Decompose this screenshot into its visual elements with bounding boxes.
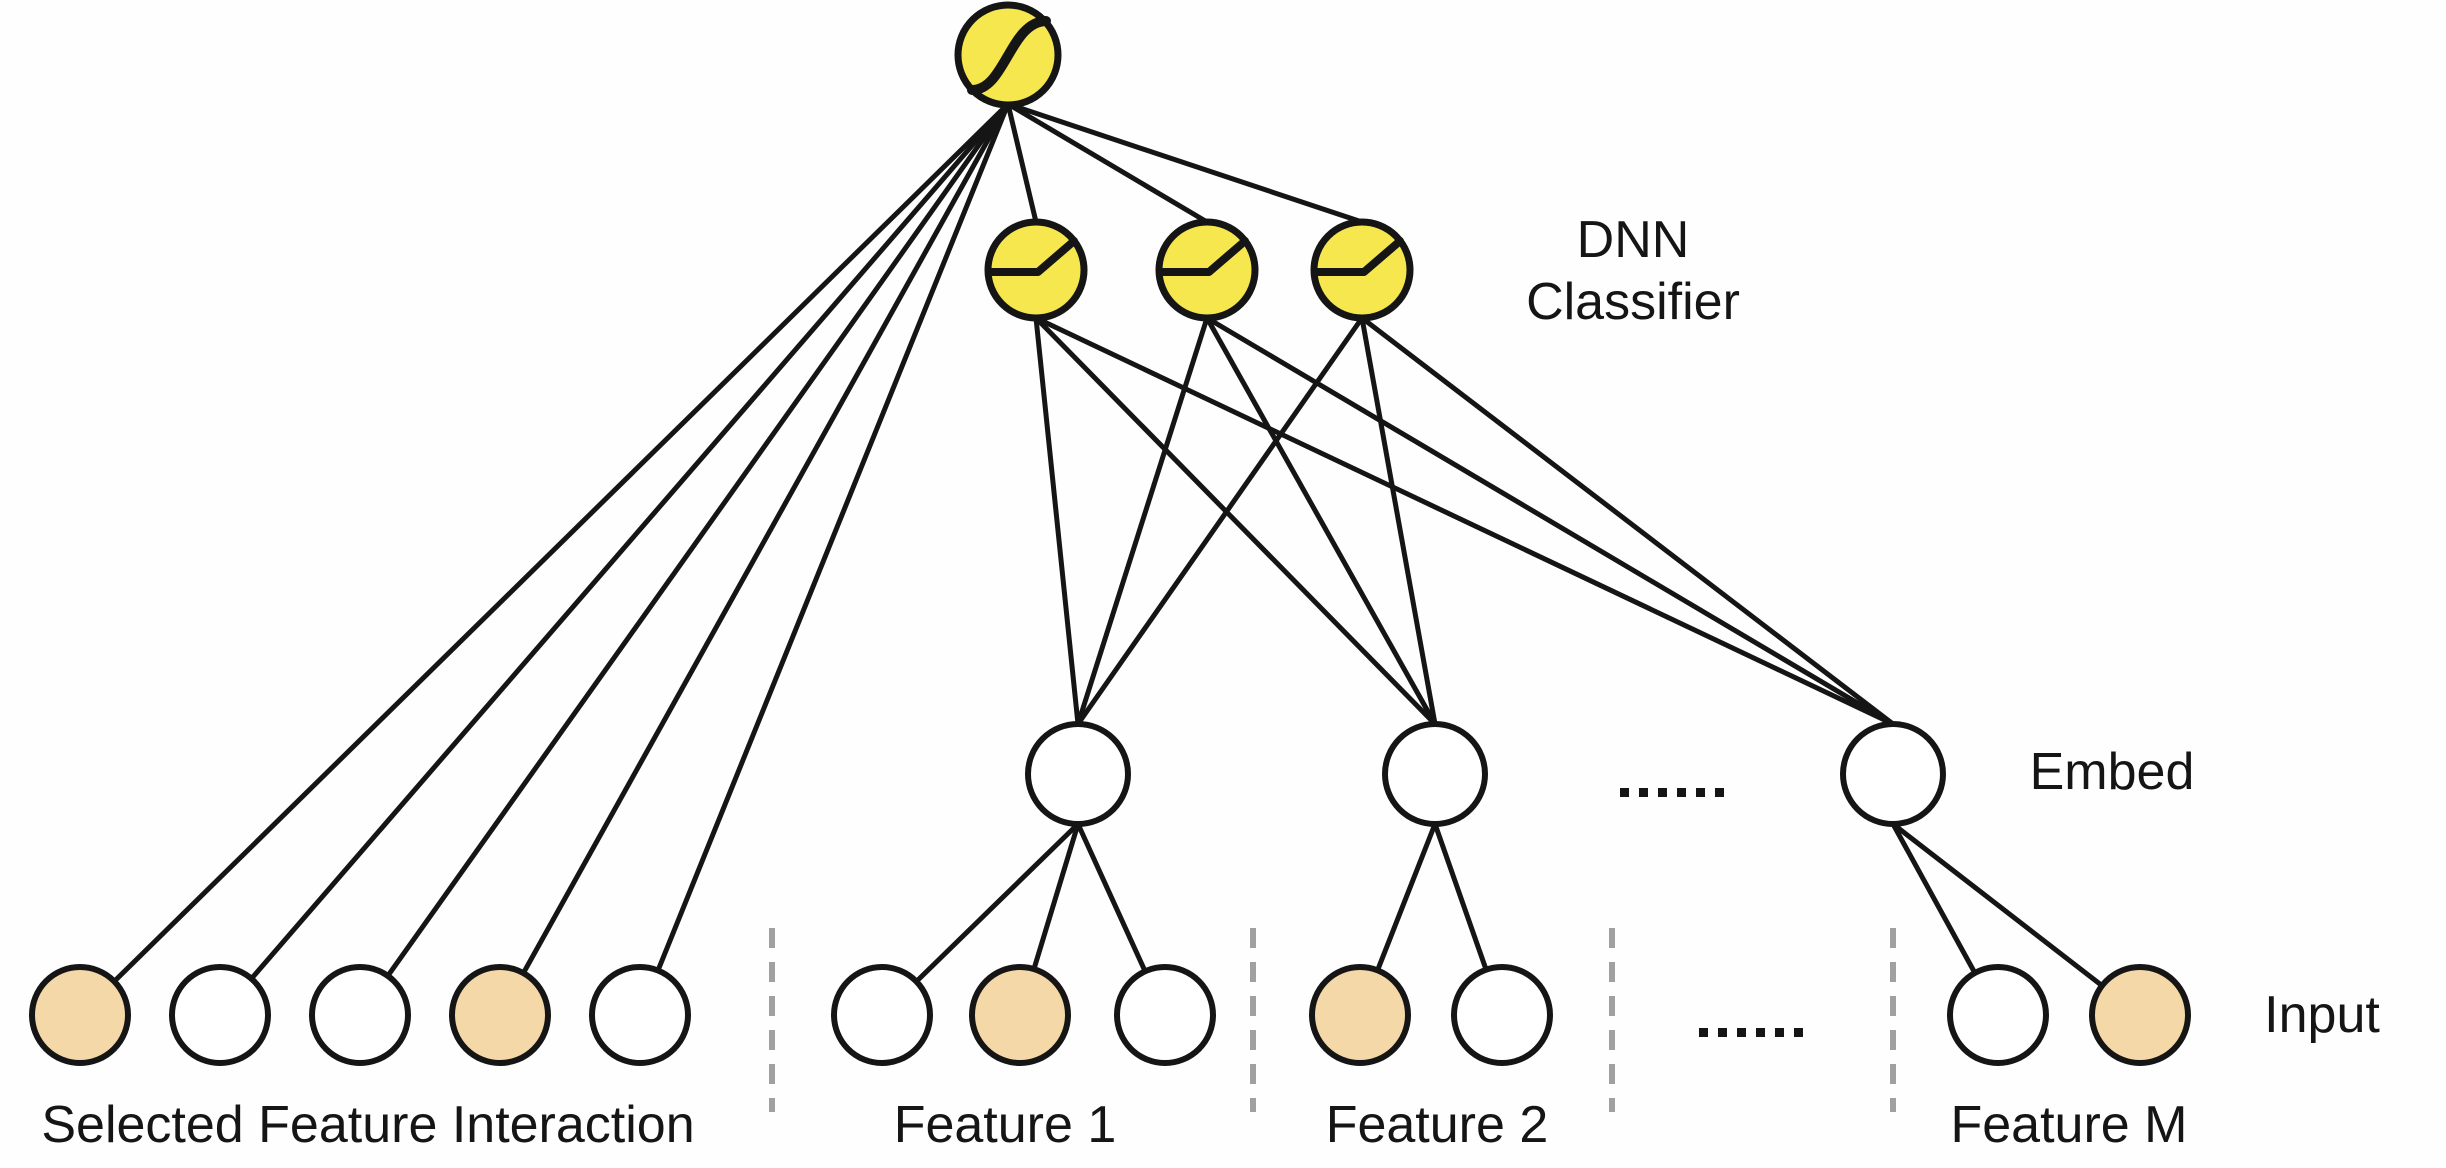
edges-hidden-to-embed <box>1033 315 1895 727</box>
embed-node-3 <box>1840 721 1946 827</box>
edge <box>1007 101 1363 225</box>
input-layer <box>29 964 2191 1066</box>
edge <box>218 102 1010 1017</box>
edge <box>1006 101 1209 225</box>
input-node-selected-4 <box>449 964 551 1066</box>
edge <box>78 102 1010 1017</box>
edge <box>1033 317 1081 725</box>
ellipsis-dot <box>1718 1028 1727 1037</box>
ellipsis-dot <box>1620 788 1629 797</box>
ellipsis-dot <box>1677 788 1686 797</box>
group-labels: Selected Feature Interaction Feature 1 F… <box>41 1096 2187 1154</box>
edge <box>1205 315 1895 727</box>
selected-feature-interaction-label: Selected Feature Interaction <box>41 1096 694 1154</box>
input-node-selected-2 <box>169 964 271 1066</box>
output-layer <box>954 1 1062 109</box>
edge <box>637 103 1011 1016</box>
ellipsis-dot <box>1756 1028 1765 1037</box>
feature-2-label: Feature 2 <box>1326 1096 1549 1154</box>
input-node-feature2-1 <box>1309 964 1411 1066</box>
edge <box>1359 317 1438 725</box>
input-node-featureM-1 <box>1947 964 2049 1066</box>
input-node-selected-1 <box>29 964 131 1066</box>
edge <box>497 102 1011 1017</box>
dnn-classifier-label-line2: Classifier <box>1526 273 1740 331</box>
feature-1-label: Feature 1 <box>894 1096 1117 1154</box>
ellipsis-dot <box>1699 1028 1708 1037</box>
input-node-selected-3 <box>309 964 411 1066</box>
relu-curve-icon <box>1156 237 1249 276</box>
embed-node-2 <box>1382 721 1488 827</box>
relu-curve-icon <box>985 237 1078 276</box>
edges-output-to-selected-inputs <box>78 102 1011 1017</box>
sigmoid-curve-icon <box>967 16 1051 95</box>
edge <box>1360 316 1895 726</box>
embed-layer <box>1025 721 1946 827</box>
edge <box>1034 315 1895 727</box>
ellipsis-embed-row <box>1620 788 1724 797</box>
group-separators <box>769 928 1896 1112</box>
ellipsis-dot <box>1737 1028 1746 1037</box>
embed-label: Embed <box>2030 743 2195 801</box>
edge <box>1204 316 1438 726</box>
input-node-featureM-2 <box>2089 964 2191 1066</box>
ellipsis-dot <box>1794 1028 1803 1037</box>
ellipsis-dot <box>1658 788 1667 797</box>
ellipsis-dot <box>1715 788 1724 797</box>
hidden-layer <box>984 218 1414 322</box>
input-node-feature1-1 <box>831 964 933 1066</box>
input-node-feature1-2 <box>969 964 1071 1066</box>
ellipsis-dot <box>1775 1028 1784 1037</box>
ellipsis-dot <box>1696 788 1705 797</box>
edge <box>1005 103 1039 223</box>
edge <box>1075 316 1365 726</box>
input-node-feature2-2 <box>1451 964 1553 1066</box>
layer-labels: DNN Classifier Embed Input <box>1526 211 2380 1044</box>
dnn-classifier-label-line1: DNN <box>1577 211 1690 269</box>
feature-m-label: Feature M <box>1951 1096 2188 1154</box>
input-node-selected-5 <box>589 964 691 1066</box>
input-node-feature1-3 <box>1114 964 1216 1066</box>
edge <box>1075 317 1210 725</box>
edge <box>1034 316 1437 726</box>
embed-node-1 <box>1025 721 1131 827</box>
edges-output-to-hidden <box>1005 101 1363 225</box>
edge <box>357 102 1011 1017</box>
relu-curve-icon <box>1311 237 1404 276</box>
ellipsis-dot <box>1639 788 1648 797</box>
input-label: Input <box>2264 986 2380 1044</box>
edge <box>1891 822 2142 1017</box>
ellipsis-input-row <box>1699 1028 1803 1037</box>
